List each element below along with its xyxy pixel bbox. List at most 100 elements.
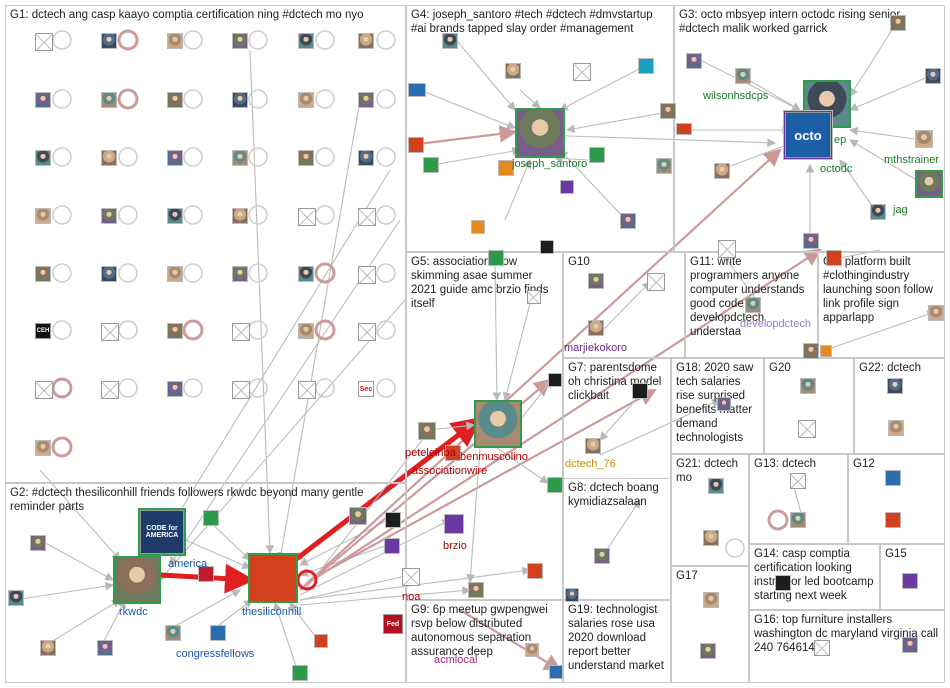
code-for-america-logo[interactable]: CODE for AMERICA: [140, 510, 184, 554]
avatar[interactable]: [656, 158, 672, 174]
sec-logo[interactable]: Sec: [358, 381, 374, 397]
avatar[interactable]: [298, 150, 314, 166]
avatar[interactable]: [349, 507, 367, 525]
avatar[interactable]: [585, 438, 601, 454]
logo-node[interactable]: [248, 553, 298, 603]
avatar[interactable]: [167, 33, 183, 49]
logo-node[interactable]: [210, 625, 226, 641]
avatar[interactable]: [298, 92, 314, 108]
avatar[interactable]: [167, 150, 183, 166]
broken-image-node[interactable]: [573, 63, 591, 81]
avatar[interactable]: [232, 92, 248, 108]
logo-node[interactable]: [292, 665, 308, 681]
broken-image-node[interactable]: [35, 381, 53, 399]
avatar[interactable]: [167, 323, 183, 339]
avatar[interactable]: [101, 33, 117, 49]
ceh-logo[interactable]: CEH: [35, 323, 51, 339]
avatar[interactable]: [35, 92, 51, 108]
avatar[interactable]: [298, 33, 314, 49]
logo-node[interactable]: [408, 137, 424, 153]
broken-image-node[interactable]: [232, 381, 250, 399]
avatar[interactable]: [594, 548, 610, 564]
avatar[interactable]: [620, 213, 636, 229]
avatar[interactable]: [101, 92, 117, 108]
avatar[interactable]: [101, 208, 117, 224]
avatar[interactable]: [790, 512, 806, 528]
logo-node[interactable]: [198, 566, 214, 582]
avatar[interactable]: [525, 643, 539, 657]
logo-node[interactable]: [385, 512, 401, 528]
avatar[interactable]: [358, 150, 374, 166]
broken-image-node[interactable]: [232, 323, 250, 341]
avatar[interactable]: [803, 233, 819, 249]
logo-node[interactable]: [820, 345, 832, 357]
avatar[interactable]: [703, 592, 719, 608]
broken-image-node[interactable]: [101, 323, 119, 341]
broken-image-node[interactable]: [358, 208, 376, 226]
logo-node[interactable]: [498, 160, 514, 176]
avatar[interactable]: [915, 130, 933, 148]
logo-node[interactable]: [314, 634, 328, 648]
avatar[interactable]: [588, 320, 604, 336]
avatar[interactable]: [167, 266, 183, 282]
avatar[interactable]: [97, 640, 113, 656]
avatar[interactable]: [505, 63, 521, 79]
avatar[interactable]: [870, 204, 886, 220]
logo-node[interactable]: [902, 573, 918, 589]
broken-image-node[interactable]: [358, 323, 376, 341]
avatar[interactable]: [232, 150, 248, 166]
logo-node[interactable]: [527, 563, 543, 579]
avatar[interactable]: [298, 323, 314, 339]
avatar[interactable]: [30, 535, 46, 551]
broken-image-node[interactable]: [527, 290, 541, 304]
octo-logo[interactable]: octo: [785, 112, 831, 158]
broken-image-node[interactable]: [402, 568, 420, 586]
avatar[interactable]: [888, 420, 904, 436]
avatar[interactable]: [442, 33, 458, 49]
broken-image-node[interactable]: [798, 420, 816, 438]
avatar[interactable]: [474, 400, 522, 448]
avatar[interactable]: [167, 381, 183, 397]
avatar[interactable]: [167, 92, 183, 108]
logo-node[interactable]: [203, 510, 219, 526]
broken-image-node[interactable]: [647, 273, 665, 291]
logo-node[interactable]: [885, 512, 901, 528]
avatar[interactable]: [800, 378, 816, 394]
avatar[interactable]: [35, 440, 51, 456]
logo-node[interactable]: [408, 83, 426, 97]
avatar[interactable]: [515, 108, 565, 158]
broken-image-node[interactable]: [298, 381, 316, 399]
avatar[interactable]: [418, 422, 436, 440]
avatar[interactable]: [708, 478, 724, 494]
logo-node[interactable]: [547, 477, 563, 493]
avatar[interactable]: [700, 643, 716, 659]
logo-node[interactable]: [444, 514, 464, 534]
avatar[interactable]: [887, 378, 903, 394]
avatar[interactable]: [232, 33, 248, 49]
avatar[interactable]: [8, 590, 24, 606]
logo-node[interactable]: [423, 157, 439, 173]
logo-node[interactable]: [548, 373, 562, 387]
avatar[interactable]: [735, 68, 751, 84]
broken-image-node[interactable]: [101, 381, 119, 399]
logo-node[interactable]: [676, 123, 692, 135]
logo-node[interactable]: [638, 58, 654, 74]
avatar[interactable]: [928, 305, 944, 321]
avatar[interactable]: [101, 266, 117, 282]
logo-node[interactable]: [384, 538, 400, 554]
logo-node[interactable]: [549, 665, 563, 679]
avatar[interactable]: [902, 637, 918, 653]
avatar[interactable]: [714, 163, 730, 179]
broken-image-node[interactable]: [718, 240, 736, 258]
avatar[interactable]: [165, 625, 181, 641]
avatar[interactable]: [167, 208, 183, 224]
logo-node[interactable]: [632, 383, 648, 399]
logo-node[interactable]: [589, 147, 605, 163]
avatar[interactable]: [915, 170, 943, 198]
avatar[interactable]: [660, 103, 676, 119]
avatar[interactable]: [40, 640, 56, 656]
logo-node[interactable]: [885, 470, 901, 486]
avatar[interactable]: [803, 343, 819, 359]
broken-image-node[interactable]: [790, 473, 806, 489]
avatar[interactable]: [890, 15, 906, 31]
